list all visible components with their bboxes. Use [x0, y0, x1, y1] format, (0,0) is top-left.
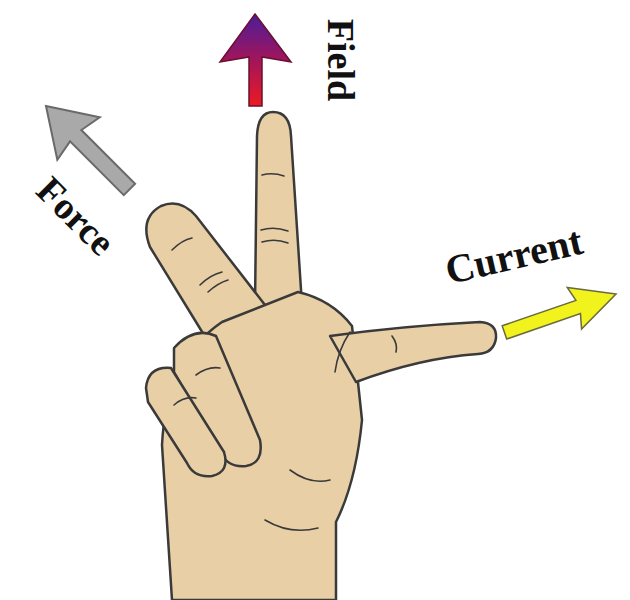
current-arrow: [497, 273, 623, 353]
crease-line: [392, 336, 397, 352]
axis-label: Force: [30, 170, 122, 262]
current-arrow-shape: [497, 273, 623, 353]
crease-line: [196, 368, 220, 375]
crease-line: [290, 470, 330, 481]
middle-finger: [255, 112, 302, 305]
crease-line: [200, 272, 222, 285]
crease-line: [172, 238, 192, 250]
crease-line: [174, 398, 196, 405]
crease-line: [208, 280, 228, 292]
crease-line: [261, 228, 288, 231]
crease-line: [262, 240, 288, 243]
crease-line: [262, 174, 284, 176]
crease-line: [335, 332, 350, 372]
axis-label: Field: [322, 19, 360, 101]
hand: [146, 112, 496, 600]
thumb: [330, 322, 496, 382]
hand-creases: [172, 174, 397, 531]
crease-line: [265, 520, 318, 530]
axis-label: Current: [442, 221, 587, 291]
little-finger: [146, 368, 226, 476]
field-arrow: [220, 14, 291, 106]
